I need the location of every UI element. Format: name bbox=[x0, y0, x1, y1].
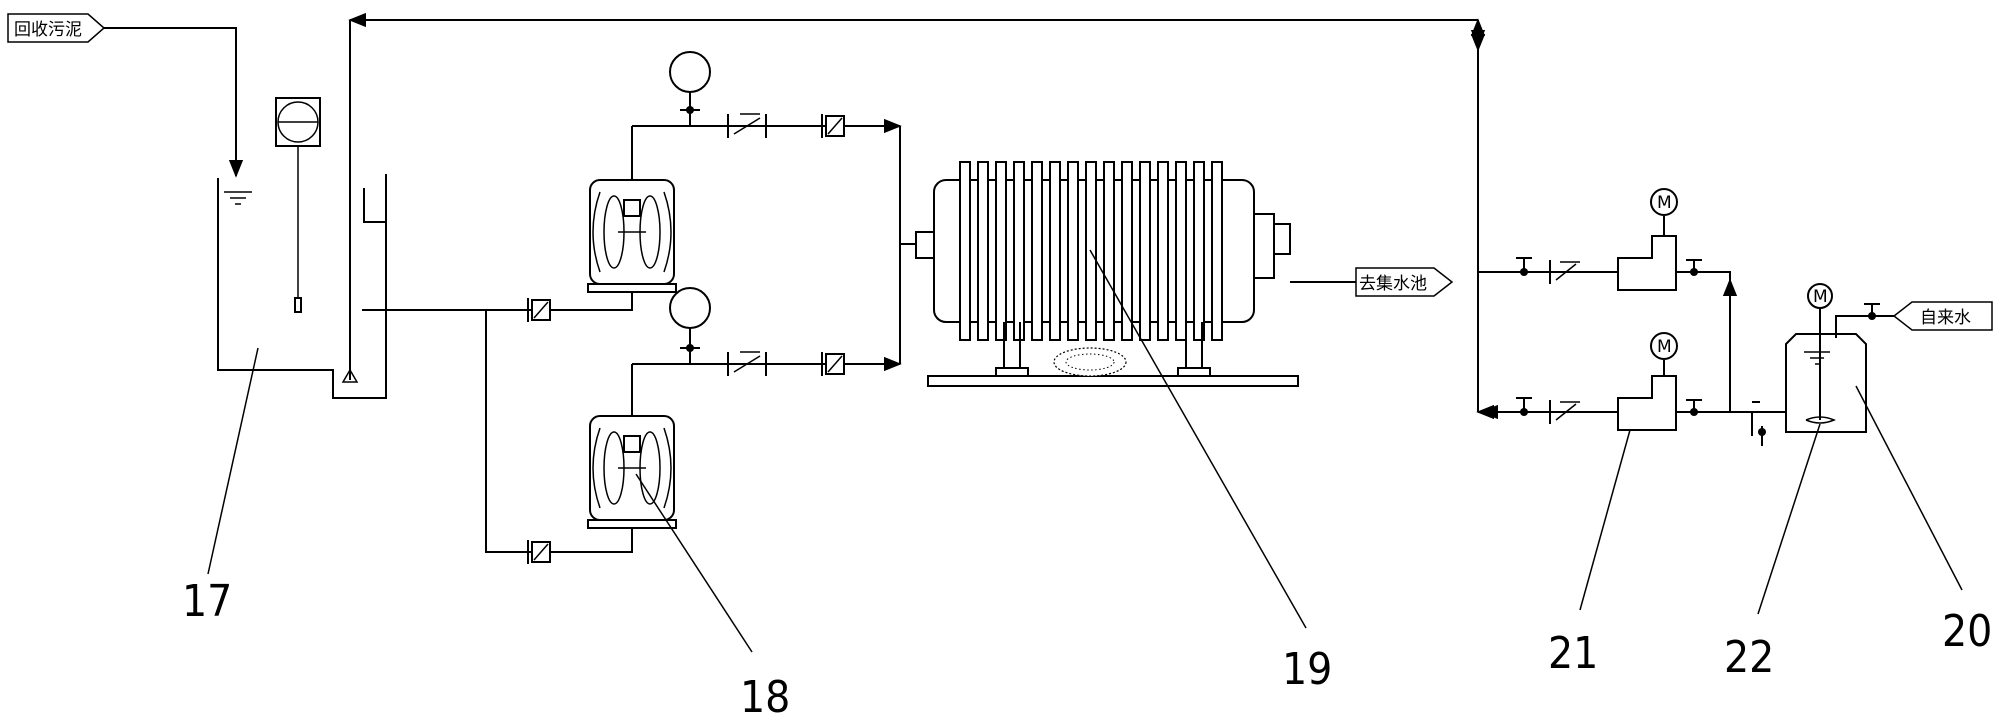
check-valve-dosing-upper bbox=[1549, 260, 1580, 284]
valve-lower-discharge bbox=[821, 352, 845, 376]
recovered-sludge-tag: 回收污泥 bbox=[7, 13, 106, 43]
dosing-tank bbox=[1785, 333, 1867, 433]
pressure-gauge-lower bbox=[669, 287, 711, 364]
metering-pump-lower: M bbox=[1617, 332, 1678, 431]
filter-plates bbox=[959, 161, 1223, 341]
component-number-20: 20 bbox=[1942, 606, 1992, 657]
check-valve-upper bbox=[727, 113, 767, 138]
sludge-inlet-line bbox=[104, 27, 244, 178]
tap-water-valve bbox=[1864, 303, 1880, 320]
check-valve-dosing-lower bbox=[1549, 400, 1580, 424]
motor-label-mixer: M bbox=[1813, 287, 1828, 307]
diaphragm-pump-lower bbox=[587, 364, 677, 529]
leader-18 bbox=[635, 473, 753, 653]
recovered-sludge-label: 回收污泥 bbox=[14, 20, 82, 40]
filter-press bbox=[915, 161, 1299, 387]
to-collection-pool-label: 去集水池 bbox=[1359, 274, 1427, 294]
component-number-18: 18 bbox=[740, 672, 790, 723]
to-collection-pool-tag: 去集水池 bbox=[1355, 267, 1454, 297]
diaphragm-pump-upper bbox=[587, 126, 677, 293]
filter-cake bbox=[1053, 347, 1127, 377]
check-valve-lower bbox=[727, 351, 767, 376]
component-number-22: 22 bbox=[1724, 632, 1774, 683]
leader-20 bbox=[1855, 385, 1963, 591]
leader-22 bbox=[1757, 423, 1821, 615]
component-number-19: 19 bbox=[1282, 644, 1332, 695]
feed-valve-lower bbox=[527, 540, 551, 564]
pressure-gauge-upper bbox=[669, 51, 711, 126]
leader-21 bbox=[1579, 429, 1631, 611]
drain-valve bbox=[1751, 401, 1766, 446]
leader-17 bbox=[207, 347, 259, 575]
motor-label-lower-pump: M bbox=[1657, 337, 1672, 357]
sludge-tank bbox=[217, 20, 387, 399]
motor-label-upper-pump: M bbox=[1657, 193, 1672, 213]
tap-water-tag: 自来水 bbox=[1892, 301, 1993, 331]
tap-water-label: 自来水 bbox=[1920, 308, 1971, 328]
component-number-17: 17 bbox=[182, 576, 232, 627]
component-number-21: 21 bbox=[1548, 628, 1598, 679]
mixer: M bbox=[1805, 283, 1836, 424]
isolation-valve-upper bbox=[1516, 257, 1532, 276]
leader-19 bbox=[1089, 249, 1307, 629]
metering-pump-upper: M bbox=[1617, 188, 1678, 291]
isolation-valve-lower bbox=[1516, 397, 1532, 416]
valve-upper-discharge bbox=[821, 114, 845, 138]
feed-valve-upper bbox=[527, 298, 551, 322]
